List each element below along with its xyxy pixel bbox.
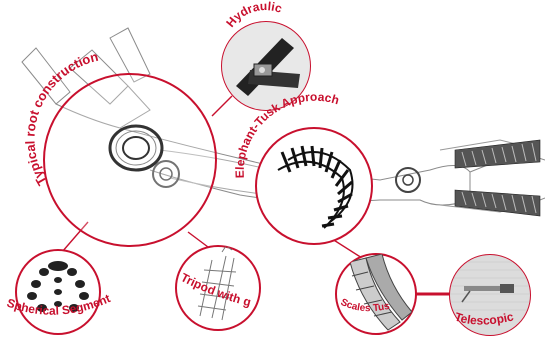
typical-root-callout: Typical root construction xyxy=(22,49,216,246)
telescopic-callout: Telescopic xyxy=(450,255,530,335)
hydraulic-actuator-icon xyxy=(222,22,310,110)
gripper-tips-icon xyxy=(455,140,540,216)
elephant-tusk-callout: Elephant-Tusk Approach xyxy=(233,90,372,244)
